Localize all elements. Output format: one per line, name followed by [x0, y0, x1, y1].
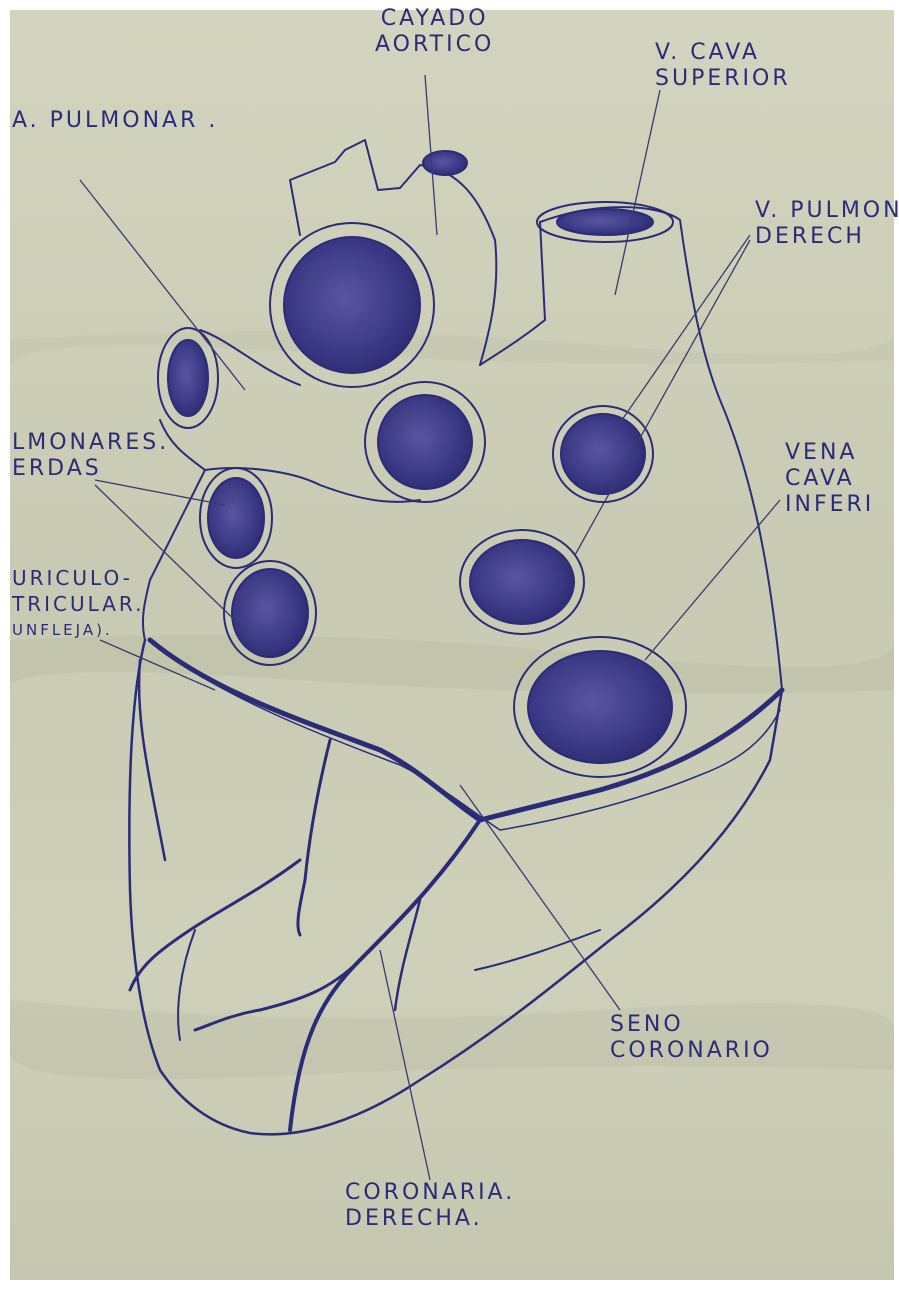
label-vpd-line2: DERECH — [755, 224, 899, 250]
rpv-lower-lumen — [470, 540, 574, 624]
svc-lumen — [557, 209, 653, 235]
label-av-line3: UNFLEJA). — [12, 617, 144, 643]
label-vcava-line1: V. CAVA — [655, 40, 791, 66]
label-seno-line2: CORONARIO — [610, 1038, 773, 1064]
ivc-lumen — [528, 651, 672, 763]
label-vci-line2: CAVA — [785, 466, 874, 492]
label-a-pulmonar-line1: A. PULMONAR . — [12, 108, 218, 134]
arch-vessel — [423, 151, 467, 175]
aorta-lumen — [284, 237, 420, 373]
label-cd-line1: CORONARIA. — [345, 1180, 515, 1206]
label-seno-line1: SENO — [610, 1012, 773, 1038]
label-coronaria-derecha: CORONARIA. DERECHA. — [345, 1180, 515, 1232]
label-pi-line1: LMONARES. — [12, 430, 169, 456]
label-vcava-superior: V. CAVA SUPERIOR — [655, 40, 791, 92]
vessel-mid-lumen — [378, 395, 472, 489]
label-vci-line1: VENA — [785, 440, 874, 466]
rpv-upper-lumen — [561, 414, 645, 494]
lpv-upper-lumen — [208, 478, 264, 558]
label-vena-cava-inferior: VENA CAVA INFERI — [785, 440, 874, 518]
label-av-line1: URICULO- — [12, 565, 144, 591]
label-seno-coronario: SENO CORONARIO — [610, 1012, 773, 1064]
label-vci-line3: INFERI — [785, 492, 874, 518]
label-a-pulmonar: A. PULMONAR . — [12, 108, 218, 134]
label-v-pulmonar-derecha: V. PULMONA DERECH — [755, 198, 899, 250]
label-cd-line2: DERECHA. — [345, 1206, 515, 1232]
label-cayado-aortico: CAYADO AORTICO — [375, 6, 494, 58]
label-vpd-line1: V. PULMONA — [755, 198, 899, 224]
label-pulmonares-izquierdas: LMONARES. ERDAS — [12, 430, 169, 482]
label-auriculo-ventricular: URICULO- TRICULAR. UNFLEJA). — [12, 565, 144, 643]
label-cayado-line2: AORTICO — [375, 32, 494, 58]
label-pi-line2: ERDAS — [12, 456, 169, 482]
lpv-lower-lumen — [232, 569, 308, 657]
pulmonary-artery-lumen — [168, 340, 208, 416]
label-vcava-line2: SUPERIOR — [655, 66, 791, 92]
label-av-line2: TRICULAR. — [12, 591, 144, 617]
label-cayado-line1: CAYADO — [375, 6, 494, 32]
